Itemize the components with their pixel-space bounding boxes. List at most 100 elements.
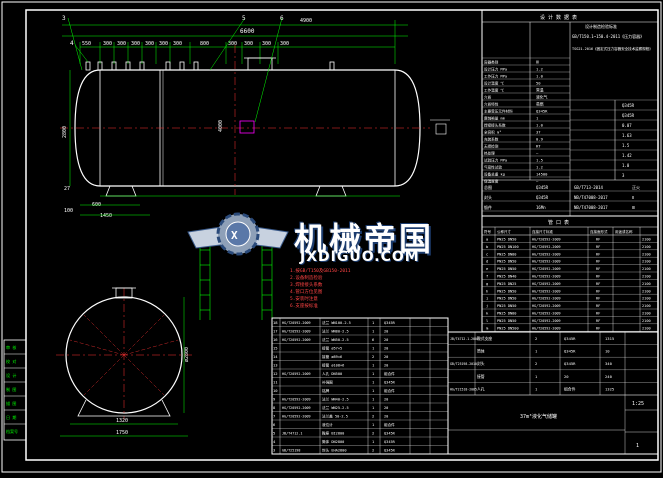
design-right-value: 1.0 — [622, 163, 630, 168]
left-block-label: 设 计 — [6, 372, 16, 378]
nozzle-use: 2100 — [642, 282, 651, 286]
part-material: Q345R — [384, 449, 396, 453]
design-row-value: 1.2 — [536, 165, 543, 170]
nozzle-use: 2100 — [642, 238, 651, 242]
design-bottom-std: NB/T47008-2017 — [574, 205, 608, 210]
nozzle-use: 2100 — [642, 319, 651, 323]
design-row-label: 无损检测 — [484, 144, 499, 149]
design-row-value: 1.0 — [536, 123, 544, 128]
part-name: 法兰盖 50-2.5 — [322, 414, 348, 419]
part-name: 接管 ø89×6 — [322, 354, 342, 359]
design-bottom-value: Q345R — [536, 195, 549, 200]
bottom-left-dim: 100 — [64, 208, 73, 214]
part-name: 鞍座 BI2800 — [322, 431, 344, 436]
nozzle-standard: HG/T20592-2009 — [532, 304, 561, 308]
design-bottom-std: GB/T713-2014 — [574, 185, 603, 190]
part-qty: 2 — [372, 414, 374, 419]
balloon: 5 — [242, 15, 246, 22]
part-number: 3 — [273, 448, 275, 453]
watermark-logo: X — [187, 212, 289, 256]
left-block-label: 描 图 — [6, 400, 16, 406]
part-name: 法兰 WN25-2.5 — [322, 405, 349, 410]
part-number: 14 — [273, 354, 278, 359]
part-material: 20 — [384, 398, 388, 402]
title-row-qty: 2 — [535, 336, 537, 341]
title-row-weight: 1315 — [605, 336, 614, 341]
part-name: 接管 ø108×6 — [322, 363, 344, 368]
watermark-text-en: JXDIGUO.COM — [300, 249, 420, 265]
part-qty: 2 — [372, 431, 374, 436]
part-name: 铭牌 — [322, 388, 330, 393]
design-row-value: 1.5 — [536, 158, 543, 163]
part-number: 7 — [273, 414, 275, 419]
design-row-label: 介质特性 — [484, 102, 499, 107]
design-row-value: Ⅲ — [536, 60, 539, 65]
nozzle-size: PN25 DN50 — [497, 267, 516, 271]
part-code: HG/T20592-2009 — [282, 398, 311, 402]
svg-text:X: X — [231, 229, 238, 242]
part-code: HG/T20592-2009 — [282, 330, 311, 334]
nozzle-use: 2100 — [642, 275, 651, 279]
svg-text:4.管口方位见图: 4.管口方位见图 — [290, 288, 323, 295]
title-row-name: 鞍式支座 — [477, 336, 492, 341]
title-row-code: HG/T21518-2005 — [450, 387, 477, 391]
design-row-label: 设计温度 ℃ — [484, 81, 505, 86]
title-row-code: GB/T25198-2010 — [450, 362, 477, 366]
part-number: 5 — [273, 431, 275, 436]
design-bottom-mark: Ⅲ — [632, 205, 635, 210]
part-material: Q345R — [384, 381, 396, 385]
design-bottom-label: 总图 — [484, 184, 492, 190]
nozzle-symbol: l — [486, 318, 488, 323]
design-row-value: 50 — [536, 81, 541, 86]
part-material: 20 — [384, 406, 388, 410]
design-bottom-std: NB/T47008-2017 — [574, 195, 608, 200]
top-dim: 300 — [173, 41, 182, 47]
design-bottom-label: 锻件 — [484, 204, 492, 210]
part-number: 17 — [273, 329, 278, 334]
design-table-title: 设 计 数 据 表 — [540, 14, 577, 21]
svg-text:符号: 符号 — [484, 229, 492, 234]
left-block-label: 审 核 — [6, 344, 16, 350]
nozzle-symbol: k — [486, 311, 489, 316]
part-material: 组合件 — [384, 388, 395, 393]
part-code: JB/T4712.1 — [282, 432, 302, 436]
part-number: 16 — [273, 337, 278, 342]
nozzle-face: RF — [596, 282, 600, 286]
design-row-value: 常温 — [536, 88, 544, 93]
nozzle-symbol: h — [486, 288, 488, 293]
nozzle-size: PN25 DN50 — [497, 304, 516, 308]
nozzle-face: RF — [596, 297, 600, 301]
design-row-value: RT — [536, 144, 541, 149]
nozzle-size: PN25 DN50 — [497, 289, 516, 293]
top-dim: 300 — [131, 41, 140, 47]
top-dim: 300 — [117, 41, 126, 47]
part-code: HG/T20592-2009 — [282, 406, 311, 410]
nozzle-size: PN25 DN80 — [497, 312, 516, 316]
design-row-label: 介质 — [484, 95, 492, 100]
design-bottom-value: 16Mn — [536, 205, 546, 210]
design-right-value: 1.42 — [622, 153, 632, 158]
title-row-weight: 240 — [605, 374, 613, 379]
top-dim: 300 — [145, 41, 154, 47]
svg-text:6.支座按标准: 6.支座按标准 — [290, 302, 318, 309]
nozzle-table-title: 管 口 表 — [548, 219, 569, 226]
nozzle-size: PN25 DN25 — [497, 282, 516, 286]
part-number: 11 — [273, 380, 278, 385]
nozzle-face: RF — [596, 326, 600, 330]
title-row-weight: 340 — [605, 361, 613, 366]
part-number: 13 — [273, 363, 278, 368]
part-name: 液位计 — [322, 422, 333, 427]
design-row-label: 热处理 — [484, 151, 495, 156]
nozzle-symbol: c — [486, 251, 488, 256]
part-name: 人孔 DN500 — [322, 371, 342, 376]
part-material: 20 — [384, 338, 388, 342]
design-right-value: 1.63 — [622, 133, 632, 138]
title-row-qty: 2 — [535, 361, 537, 366]
part-number: 8 — [273, 405, 276, 410]
balloon: 4 — [70, 40, 74, 47]
top-dim: 300 — [244, 41, 253, 47]
bottom-dim: 1450 — [100, 213, 112, 219]
design-row-label: 工作温度 ℃ — [484, 88, 505, 93]
design-row-label: 主要受压元件材料 — [484, 109, 513, 114]
